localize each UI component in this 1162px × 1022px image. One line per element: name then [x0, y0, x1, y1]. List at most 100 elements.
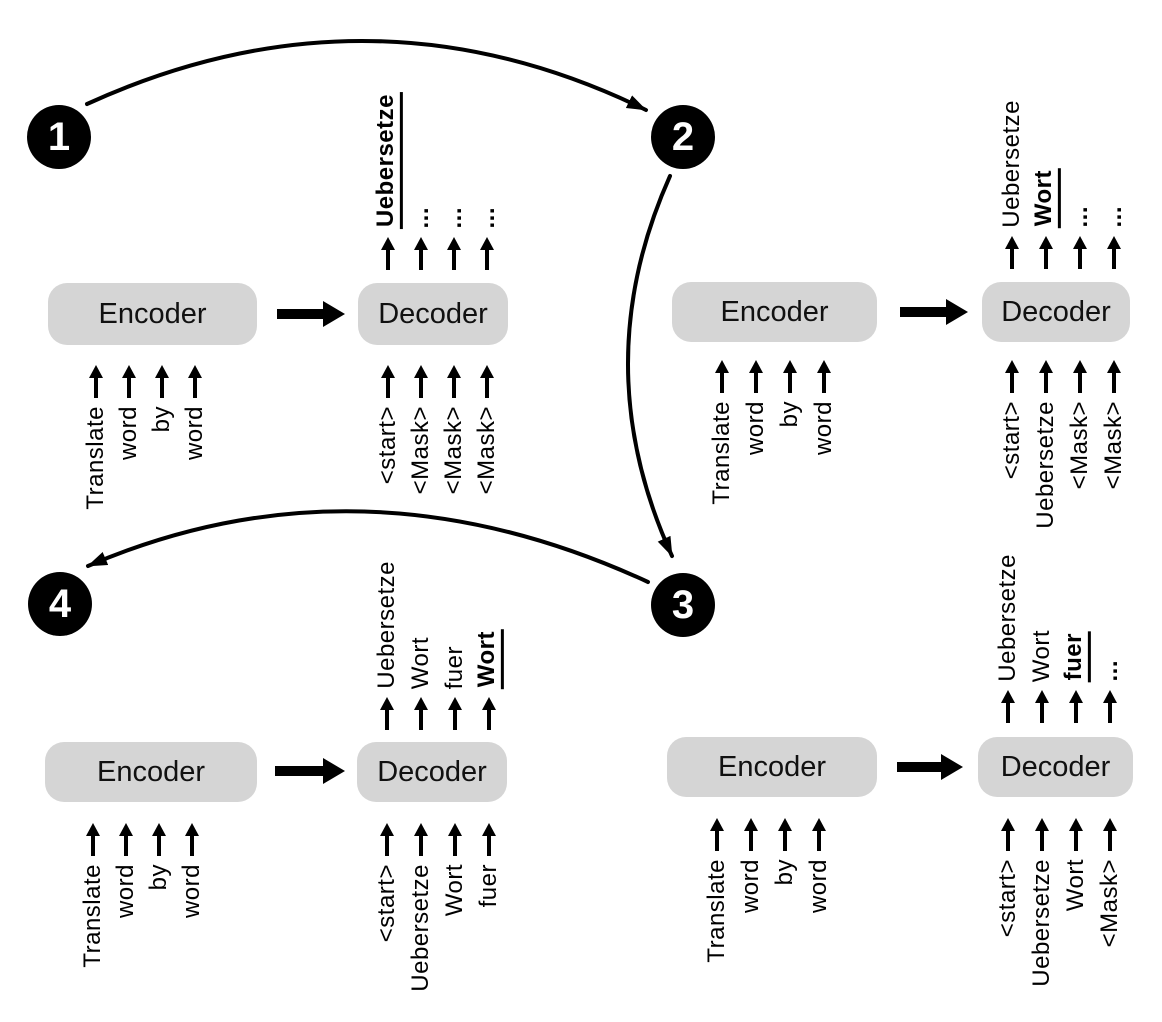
output-token-label: Uebersetze	[372, 561, 400, 689]
output-token-col: Uebersetze	[372, 91, 403, 270]
up-arrow-icon	[777, 818, 793, 851]
up-arrow-icon	[379, 697, 395, 730]
encoder-to-decoder-arrow-icon	[897, 754, 963, 780]
up-arrow-icon	[413, 237, 429, 270]
step-number: 4	[48, 581, 72, 626]
input-token-col: <Mask>	[406, 365, 436, 494]
output-token-col: ...	[439, 207, 469, 270]
decoder-label: Decoder	[1000, 750, 1111, 783]
decoder-box: Decoder	[982, 282, 1130, 342]
up-arrow-icon	[447, 823, 463, 856]
input-token-label: by	[144, 864, 172, 891]
input-token-col: Uebersetze	[1031, 360, 1061, 529]
encoder-box: Encoder	[45, 742, 257, 802]
encoder-inputs: Translate word by word	[702, 818, 834, 963]
input-token-col: Translate	[707, 360, 737, 505]
output-token-col: Wort	[406, 637, 436, 730]
input-token-col: <start>	[373, 365, 403, 484]
output-token-label: Wort	[406, 636, 434, 689]
up-arrow-icon	[1034, 690, 1050, 723]
encoder-inputs: Translate word by word	[81, 365, 210, 510]
up-arrow-icon	[714, 360, 730, 393]
input-token-col: word	[736, 818, 766, 913]
input-token-col: <Mask>	[472, 365, 502, 494]
input-token-label: Wort	[440, 864, 468, 917]
up-arrow-icon	[184, 823, 200, 856]
up-arrow-icon	[380, 237, 396, 270]
up-arrow-icon	[709, 818, 725, 851]
output-token-col: Uebersetze	[372, 561, 402, 730]
decoder-inputs: <start> Uebersetze Wort fuer	[372, 823, 504, 992]
input-token-col: word	[804, 818, 834, 913]
up-arrow-icon	[1004, 236, 1020, 269]
up-arrow-icon	[1038, 360, 1054, 393]
up-arrow-icon	[479, 237, 495, 270]
output-token-col: Wort	[473, 628, 504, 730]
input-token-col: Translate	[702, 818, 732, 963]
input-token-col: fuer	[474, 823, 504, 907]
encoder-box: Encoder	[667, 737, 877, 797]
up-arrow-icon	[1106, 236, 1122, 269]
up-arrow-icon	[447, 697, 463, 730]
decoder-label: Decoder	[377, 755, 487, 788]
output-token-col: ...	[1095, 660, 1125, 723]
decoder-outputs: Uebersetze ... ... ...	[372, 91, 502, 270]
input-token-col: <Mask>	[1095, 818, 1125, 947]
decoder-box: Decoder	[978, 737, 1133, 797]
up-arrow-icon	[380, 365, 396, 398]
step-badge-4: 4	[28, 572, 92, 636]
input-token-col: by	[770, 818, 800, 885]
up-arrow-icon	[121, 365, 137, 398]
encoder-to-decoder-arrow-icon	[277, 301, 345, 327]
up-arrow-icon	[1000, 690, 1016, 723]
output-token-col: ...	[1065, 206, 1095, 269]
decoder-outputs: Uebersetze Wort ... ...	[997, 100, 1129, 269]
input-token-col: word	[114, 365, 144, 460]
input-token-col: <Mask>	[1065, 360, 1095, 489]
input-token-col: <Mask>	[439, 365, 469, 494]
input-token-col: word	[809, 360, 839, 455]
input-token-col: by	[775, 360, 805, 427]
up-arrow-icon	[413, 697, 429, 730]
input-token-col: word	[111, 823, 141, 918]
encoder-label: Encoder	[720, 295, 829, 328]
up-arrow-icon	[1068, 690, 1084, 723]
step-badge-1: 1	[27, 105, 91, 169]
input-token-col: Wort	[440, 823, 470, 916]
up-arrow-icon	[1072, 236, 1088, 269]
encoder-to-decoder-arrow-icon	[275, 758, 345, 784]
input-token-col: Translate	[78, 823, 108, 968]
up-arrow-icon	[782, 360, 798, 393]
decoder-inputs: <start> Uebersetze Wort <Mask>	[993, 818, 1125, 987]
output-token-col: ...	[406, 207, 436, 270]
input-token-label: <start>	[372, 864, 400, 943]
input-token-col: by	[144, 823, 174, 890]
step-number: 2	[671, 114, 695, 159]
input-token-label: Uebersetze	[406, 864, 434, 992]
up-arrow-icon	[1004, 360, 1020, 393]
up-arrow-icon	[413, 365, 429, 398]
output-token-label: fuer	[440, 645, 468, 689]
up-arrow-icon	[151, 823, 167, 856]
step-badge-3: 3	[651, 573, 715, 637]
input-token-col: <start>	[993, 818, 1023, 937]
output-token-label: Wort	[473, 628, 504, 689]
output-token-col: Uebersetze	[993, 554, 1023, 723]
input-token-col: Wort	[1061, 818, 1091, 911]
up-arrow-icon	[748, 360, 764, 393]
up-arrow-icon	[1102, 690, 1118, 723]
up-arrow-icon	[1034, 818, 1050, 851]
decoder-label: Decoder	[1001, 295, 1111, 328]
input-token-label: fuer	[474, 864, 502, 908]
encoder-box: Encoder	[672, 282, 877, 342]
up-arrow-icon	[479, 365, 495, 398]
output-token-col: ...	[1099, 206, 1129, 269]
output-token-col: fuer	[1060, 630, 1091, 723]
decoder-inputs: <start> Uebersetze <Mask> <Mask>	[997, 360, 1129, 529]
up-arrow-icon	[1102, 818, 1118, 851]
up-arrow-icon	[481, 823, 497, 856]
